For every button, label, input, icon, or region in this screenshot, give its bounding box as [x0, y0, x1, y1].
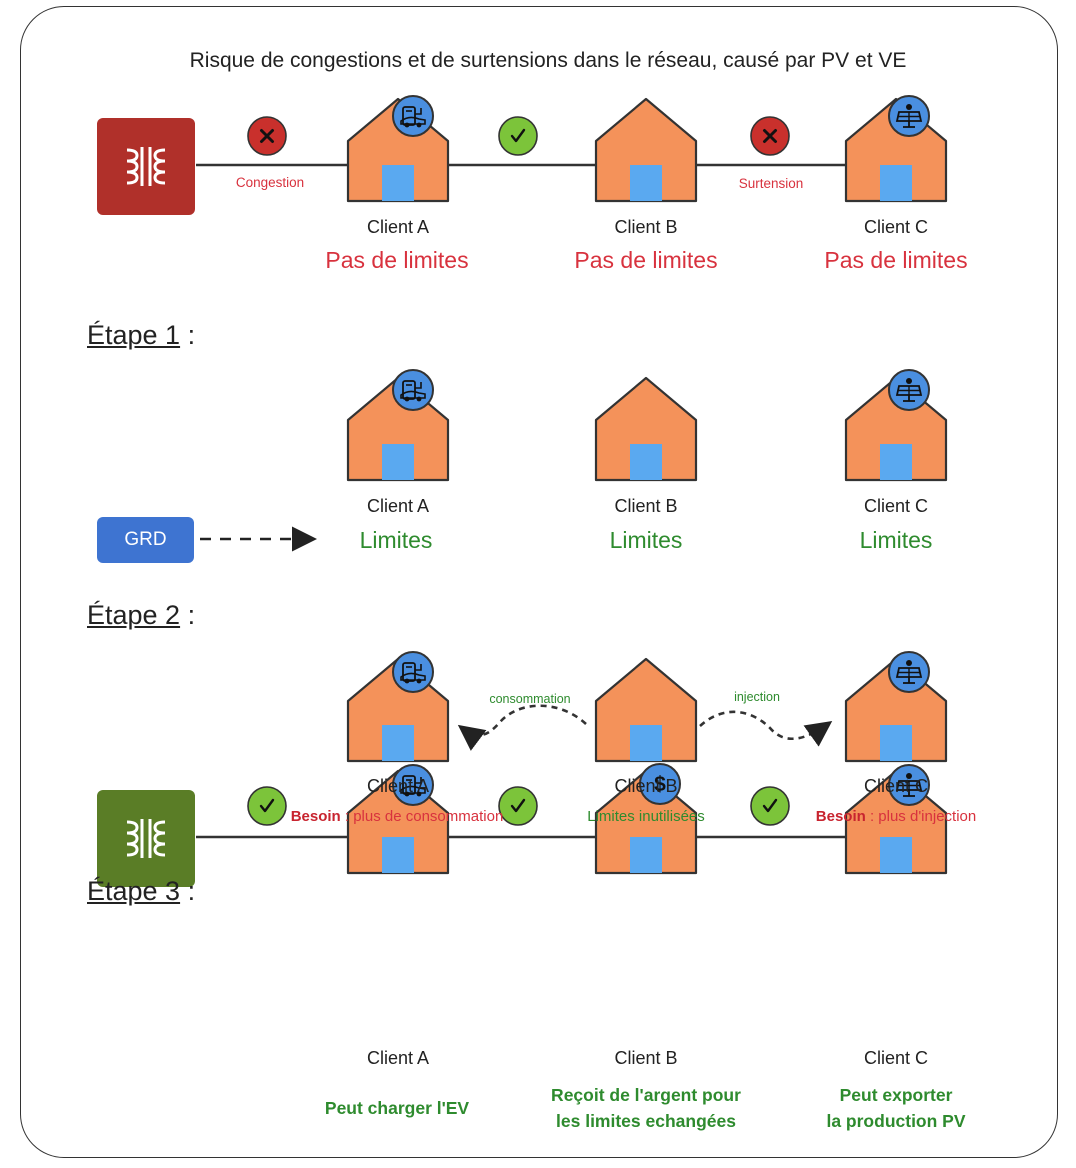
client-c-name: Client C: [863, 496, 929, 516]
step1-heading-word: Étape 1: [87, 320, 181, 350]
step2-row: [346, 651, 948, 763]
need-bold: Besoin: [290, 808, 341, 825]
client-a-name: Client A: [366, 776, 430, 796]
grd-box: GRD: [97, 517, 194, 563]
need-rest: : plus de consommation: [340, 808, 504, 825]
ev-charger-icon: [392, 95, 434, 137]
house-client-b-icon: [594, 376, 698, 482]
client-b-name: Client B: [614, 776, 678, 796]
client-c-need: Besoin : plus d'injection: [816, 808, 976, 825]
step3-heading-word: Étape 3: [87, 876, 181, 906]
step3-heading-suffix: :: [180, 876, 196, 906]
client-c-name: Client C: [863, 776, 929, 796]
cross-badge-icon: [246, 115, 288, 157]
client-b-name: Client B: [614, 496, 678, 516]
client-a-name: Client A: [366, 496, 430, 516]
house-client-b-icon: [594, 657, 698, 763]
client-c-status: Limites: [859, 527, 933, 553]
client-c-name: Client C: [863, 217, 929, 237]
client-a-status: Limites: [359, 527, 433, 553]
check-badge-icon: [497, 115, 539, 157]
need-bold: Besoin: [815, 808, 866, 825]
step3-heading: Étape 3 :: [87, 876, 195, 907]
step3-row: [97, 763, 948, 887]
client-a-status: Pas de limites: [325, 247, 469, 273]
client-a-name: Client A: [366, 217, 430, 237]
consumption-arrow: [457, 704, 587, 751]
client-c-name: Client C: [863, 1048, 929, 1068]
house-client-b-icon: [594, 97, 698, 203]
check-badge-icon: [749, 785, 791, 827]
ev-charger-icon: [392, 651, 434, 693]
client-a-need: Besoin : plus de consommation: [291, 808, 504, 825]
transformer-good-icon: [97, 790, 195, 887]
client-b-status: Limites inutilisées: [587, 808, 705, 825]
step1-heading-suffix: :: [180, 320, 196, 350]
ev-charger-icon: [392, 369, 434, 411]
solar-panel-icon: [888, 651, 930, 693]
client-a-name: Client A: [366, 1048, 430, 1068]
check-badge-icon: [246, 785, 288, 827]
check-badge-icon: [497, 785, 539, 827]
client-a-result: Peut charger l'EV: [324, 1098, 470, 1118]
client-b-result-line1: Reçoit de l'argent pour: [551, 1085, 741, 1105]
injection-arrow: [699, 710, 833, 747]
consommation-label: consommation: [489, 692, 571, 706]
transformer-bad-icon: [97, 118, 195, 215]
step1-heading: Étape 1 :: [87, 320, 195, 351]
surtension-label: Surtension: [738, 176, 804, 191]
top-row: [97, 95, 948, 215]
client-c-status: Pas de limites: [824, 247, 968, 273]
congestion-label: Congestion: [235, 175, 305, 190]
client-b-status: Limites: [609, 527, 683, 553]
client-c-result-line2: la production PV: [826, 1111, 966, 1131]
client-b-name: Client B: [614, 1048, 678, 1068]
cross-badge-icon: [749, 115, 791, 157]
diagram-frame: [20, 6, 1058, 1158]
step2-heading-suffix: :: [180, 600, 196, 630]
step2-heading: Étape 2 :: [87, 600, 195, 631]
client-b-name: Client B: [614, 217, 678, 237]
injection-label: injection: [734, 690, 780, 704]
solar-panel-icon: [888, 369, 930, 411]
step2-heading-word: Étape 2: [87, 600, 181, 630]
client-b-result-line2: les limites echangées: [556, 1111, 736, 1131]
solar-panel-icon: [888, 95, 930, 137]
client-c-result-line1: Peut exporter: [839, 1085, 953, 1105]
step1-row: [200, 369, 948, 552]
diagram-title: Risque de congestions et de surtensions …: [189, 49, 907, 72]
client-b-status: Pas de limites: [574, 247, 718, 273]
need-rest: : plus d'injection: [865, 808, 977, 825]
